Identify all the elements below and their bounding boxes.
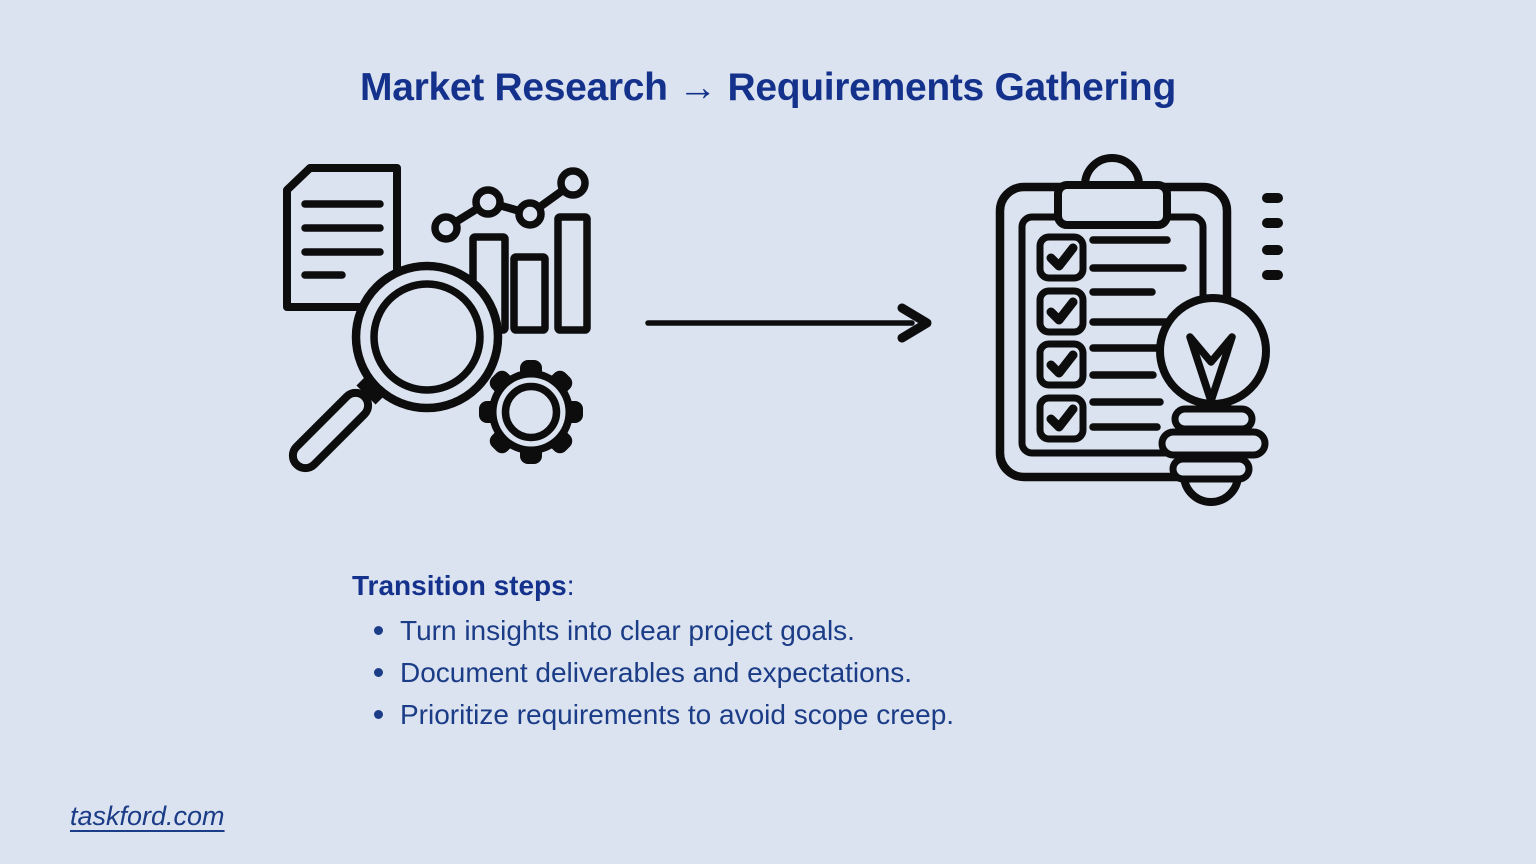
checkbox-checked-icon — [1036, 233, 1087, 443]
page-title: Market Research → Requirements Gathering — [360, 66, 1176, 110]
transition-steps-heading-colon: : — [566, 570, 575, 601]
gear-icon — [479, 360, 583, 464]
requirements-checklist-icon — [995, 154, 1283, 506]
magnifier-icon — [288, 261, 503, 473]
website-link[interactable]: taskford.com — [70, 801, 225, 831]
transition-steps-heading: Transition steps: — [352, 570, 954, 602]
market-research-icon — [283, 164, 591, 473]
transition-step-item: Document deliverables and expectations. — [352, 658, 954, 687]
transition-steps-list: Turn insights into clear project goals. … — [352, 616, 954, 729]
document-icon — [283, 164, 401, 311]
transition-step-item: Turn insights into clear project goals. — [352, 616, 954, 645]
bar-chart-icon — [469, 213, 591, 334]
lightbulb-icon — [1156, 294, 1270, 506]
trend-line-chart-icon — [431, 167, 589, 243]
transition-steps: Transition steps: Turn insights into cle… — [352, 570, 954, 742]
transition-arrow-icon — [645, 303, 932, 343]
transition-step-item: Prioritize requirements to avoid scope c… — [352, 700, 954, 729]
dashes-icon — [1262, 193, 1283, 280]
transition-steps-heading-label: Transition steps — [352, 570, 567, 601]
